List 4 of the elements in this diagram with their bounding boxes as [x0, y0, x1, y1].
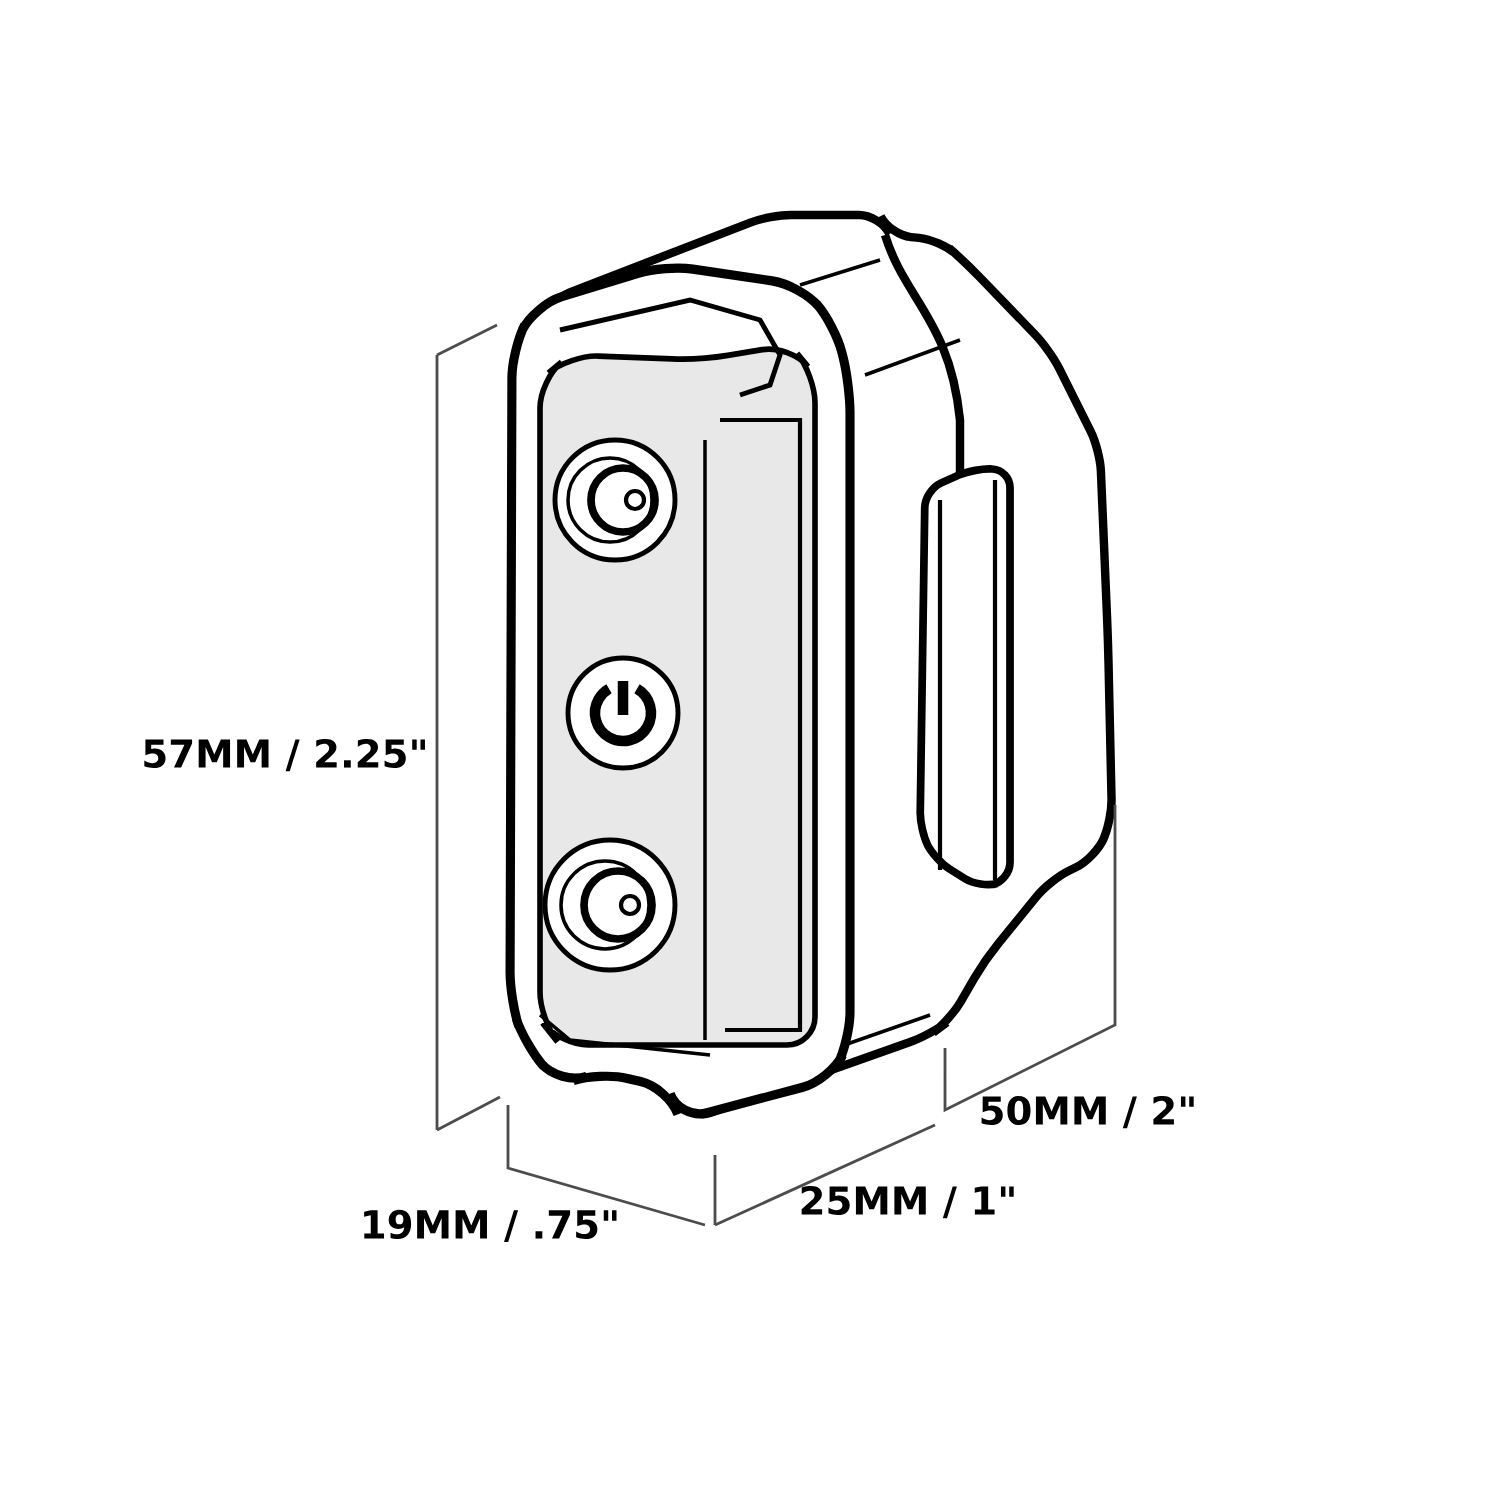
dimension-label: 25MM / 1": [801, 1185, 1014, 1219]
dimension-label: 57MM / 2.25": [144, 738, 425, 772]
dimension-label: 50MM / 2": [981, 1095, 1194, 1129]
dimension-label: 19MM / .75": [364, 1209, 617, 1243]
